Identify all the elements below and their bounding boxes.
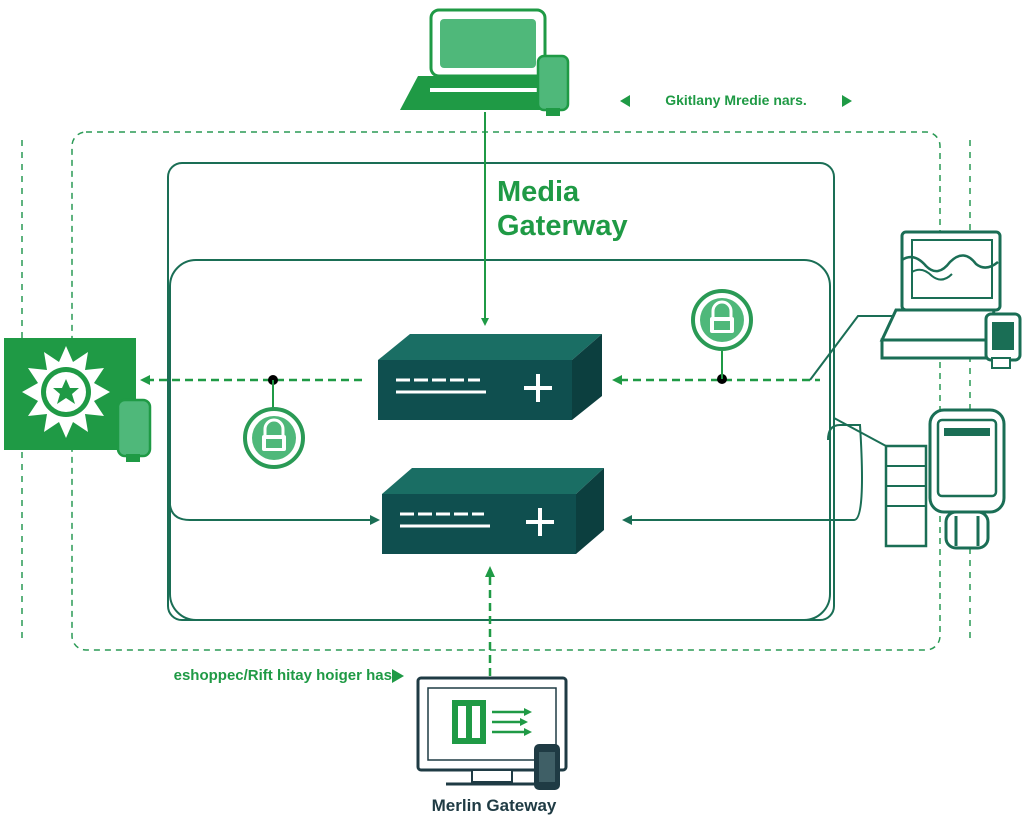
- title-line-1: Media: [497, 176, 580, 208]
- laptop-icon: [400, 8, 570, 116]
- tablet-phone-icon: [884, 408, 1006, 550]
- monitor-workstation-icon: [879, 230, 1022, 369]
- top-link-label: Gkitlany Mredie nars.: [665, 92, 807, 108]
- top-label-arrow-left: [620, 95, 630, 107]
- sun-device-icon: [4, 338, 152, 462]
- gateway-inner-box: [169, 259, 831, 621]
- lock-icon-left: [243, 407, 305, 469]
- right-solid-link: [630, 424, 863, 521]
- gateway-server-bottom: [382, 468, 604, 554]
- left-solid-link: [169, 504, 372, 521]
- title-line-2: Gaterway: [497, 210, 628, 242]
- bottom-label-arrow: [392, 669, 404, 683]
- gateway-server-top: [378, 334, 602, 420]
- workstation-link: [809, 315, 900, 381]
- lock-icon-right: [691, 289, 753, 351]
- top-label-arrow-right: [842, 95, 852, 107]
- bottom-caption: Merlin Gateway: [431, 796, 557, 815]
- desktop-monitor-icon: [416, 676, 568, 790]
- bottom-link-label: eshoppec/Rift hitay hoiger has: [173, 667, 392, 684]
- media-gateway-title: Media Gaterway: [497, 175, 697, 243]
